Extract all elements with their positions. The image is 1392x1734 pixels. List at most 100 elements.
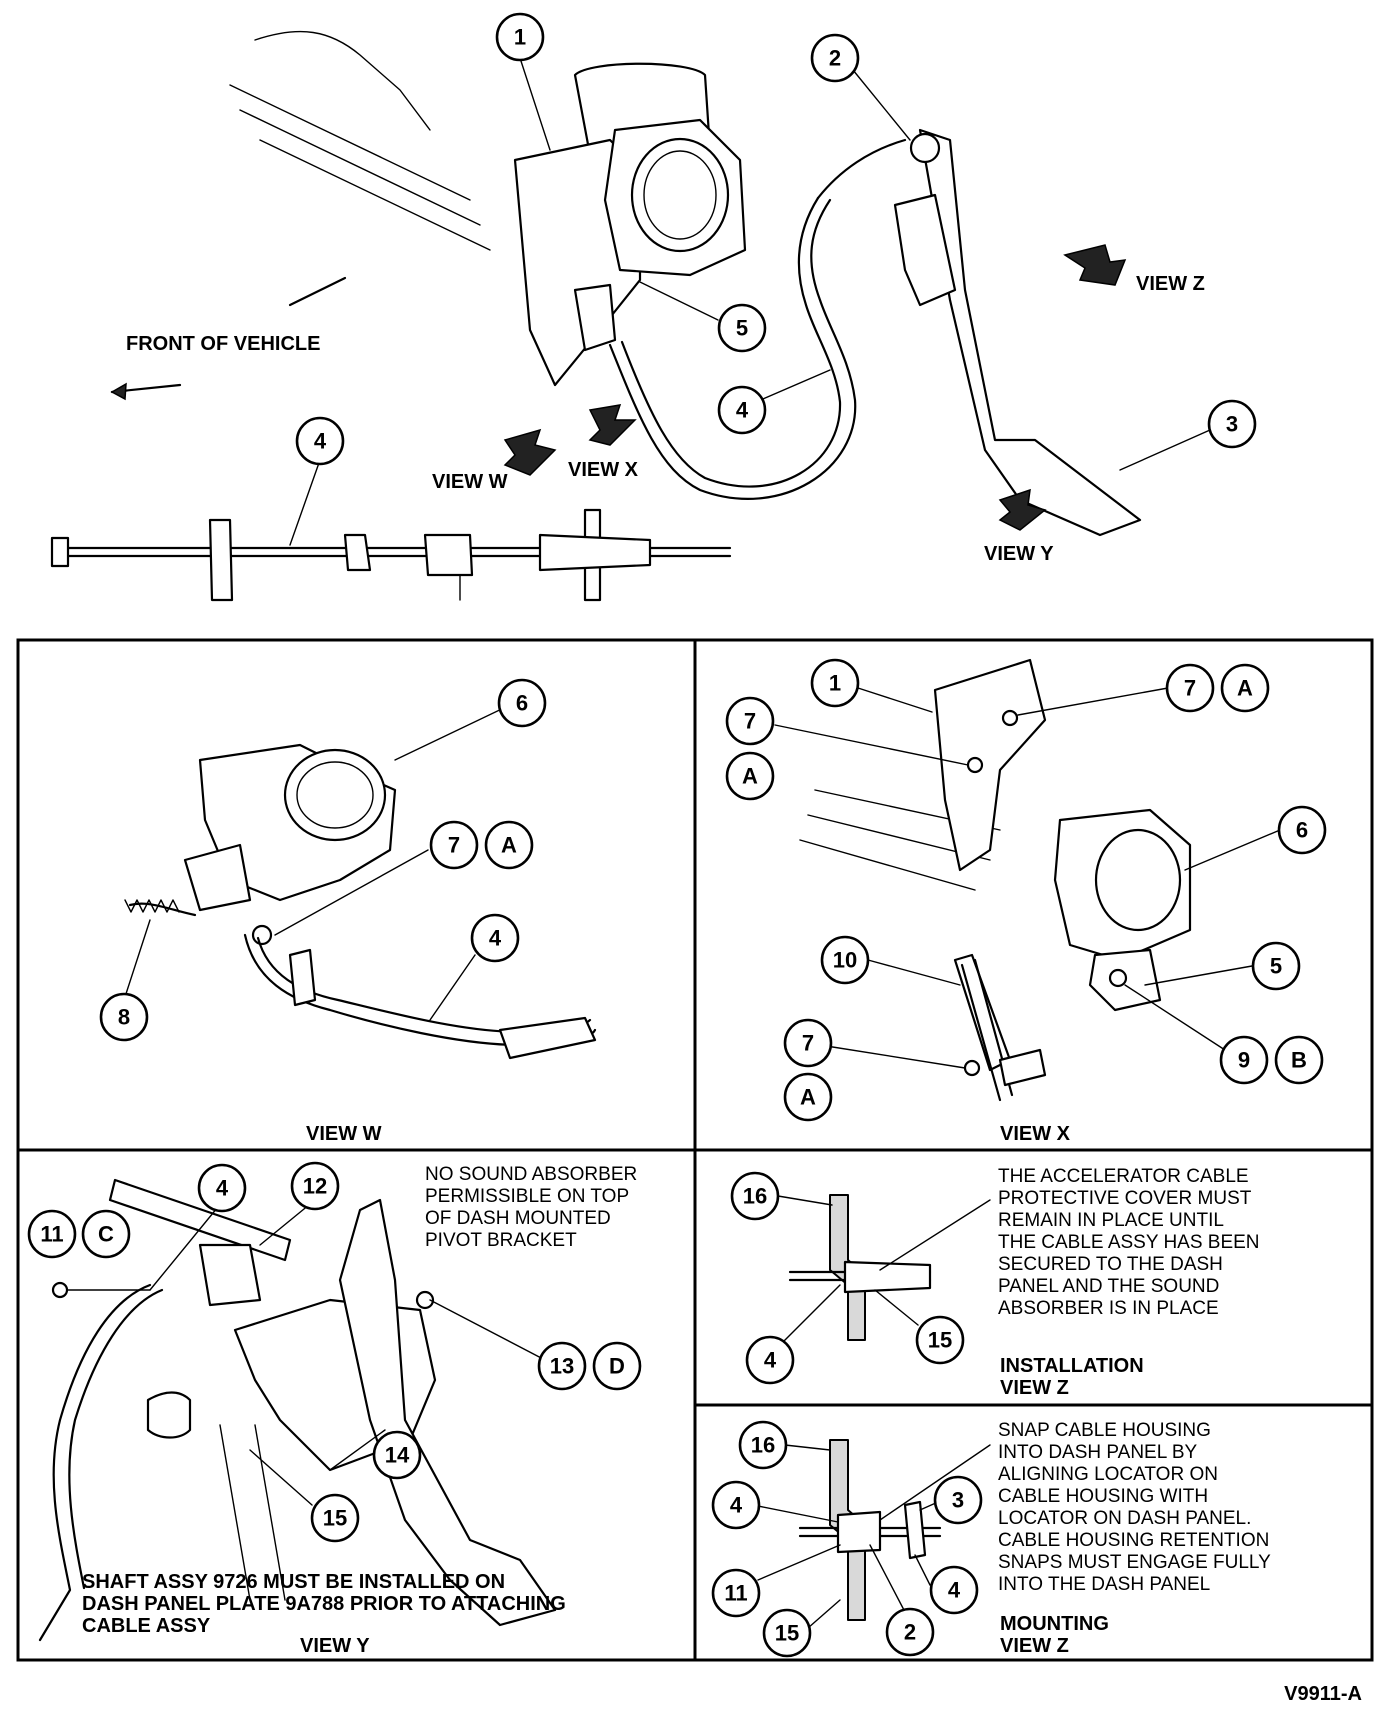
svg-text:4: 4 (489, 926, 502, 951)
callout-7: 7 (429, 820, 479, 870)
cable-outer-y (38, 1283, 152, 1642)
svg-text:7: 7 (1184, 676, 1196, 701)
svg-text:6: 6 (516, 691, 528, 716)
front-of-vehicle-label: FRONT OF VEHICLE (126, 333, 320, 355)
svg-text:A: A (742, 764, 758, 789)
leader-4b (289, 459, 321, 546)
callout-14: 14 (372, 1430, 422, 1480)
svg-text:4: 4 (314, 429, 327, 454)
installation-note: THE ACCELERATOR CABLE PROTECTIVE COVER M… (998, 1166, 1265, 1319)
callout-10: 10 (820, 935, 870, 985)
view-x: VIEW X 1 7 A 7 A 6 10 5 7 A 9 B (725, 658, 1327, 1145)
leader-4-y (149, 1201, 223, 1291)
leader-15-install (874, 1289, 919, 1326)
leader-2 (852, 69, 911, 141)
callout-7: 7 (783, 1018, 833, 1068)
pedal-bracket (893, 193, 957, 307)
svg-text:D: D (609, 1354, 625, 1379)
leader-7-lower-x (819, 1044, 966, 1069)
leader-6-w (394, 704, 511, 761)
svg-text:12: 12 (303, 1174, 327, 1199)
leader-7-w (274, 849, 429, 936)
mounting-note: SNAP CABLE HOUSING INTO DASH PANEL BY AL… (998, 1420, 1276, 1595)
cable-grommet-b (423, 533, 474, 577)
cable-grommet-a (343, 533, 372, 572)
leader-4-w (429, 954, 476, 1021)
leader-1-x (857, 687, 933, 713)
leader-7-mid-x (774, 724, 969, 766)
view-y-arrow (998, 488, 1047, 531)
cable-clip (208, 518, 234, 602)
callout-2: 2 (810, 33, 860, 83)
fastener-7-lower-x (963, 1059, 981, 1077)
view-y-note-bottom: SHAFT ASSY 9726 MUST BE INSTALLED ON DAS… (82, 1571, 571, 1637)
callout-15: 15 (762, 1608, 812, 1658)
view-w-arrow (503, 428, 557, 476)
callout-b: B (1274, 1035, 1324, 1085)
svg-text:5: 5 (736, 316, 748, 341)
spring-coils (124, 899, 180, 913)
leader-2-mount (869, 1544, 906, 1613)
leader-3 (1119, 429, 1211, 471)
svg-text:4: 4 (764, 1348, 777, 1373)
svg-text:A: A (1237, 676, 1253, 701)
svg-text:11: 11 (40, 1222, 63, 1247)
leader-5 (639, 281, 719, 321)
svg-text:6: 6 (1296, 818, 1308, 843)
callout-11: 11 (27, 1209, 77, 1259)
cable-end-mount (903, 1500, 927, 1560)
leader-9-x (1124, 984, 1226, 1051)
leader-15-y (249, 1449, 313, 1506)
callout-6: 6 (1277, 805, 1327, 855)
svg-text:8: 8 (118, 1005, 130, 1030)
view-z-arrow (1063, 244, 1127, 286)
svg-text:10: 10 (833, 948, 857, 973)
callout-7: 7 (725, 696, 775, 746)
callout-15: 15 (310, 1493, 360, 1543)
figure-id: V9911-A (1284, 1683, 1362, 1705)
main-view: FRONT OF VEHICLE VIEW W VIEW X VIEW Y VI… (50, 12, 1257, 602)
callout-4: 4 (295, 416, 345, 466)
svg-text:4: 4 (948, 1578, 961, 1603)
svg-text:3: 3 (1226, 412, 1238, 437)
accelerator-pedal-y (338, 1198, 557, 1627)
callout-a: A (484, 820, 534, 870)
throttle-lever-w (183, 843, 252, 912)
svg-text:A: A (800, 1085, 816, 1110)
front-arrow-upper (288, 276, 347, 307)
svg-text:15: 15 (928, 1328, 952, 1353)
view-w: VIEW W 6 7 A 4 8 (99, 678, 597, 1145)
mounting-title: MOUNTING VIEW Z (1000, 1613, 1114, 1657)
view-w-title: VIEW W (306, 1123, 382, 1145)
callout-c: C (81, 1209, 131, 1259)
dash-plate-y (198, 1243, 262, 1307)
callout-12: 12 (290, 1161, 340, 1211)
callout-4: 4 (929, 1565, 979, 1615)
protective-cover-x (933, 658, 1047, 872)
leader-8-w (123, 919, 151, 1001)
svg-text:B: B (1291, 1048, 1307, 1073)
front-arrow-head (110, 382, 127, 401)
callout-9: 9 (1219, 1035, 1269, 1085)
leader-15-mount (807, 1599, 841, 1629)
dash-panel-top-y (108, 1178, 292, 1262)
callout-13: 13 (537, 1341, 587, 1391)
installation-view-z: THE ACCELERATOR CABLE PROTECTIVE COVER M… (730, 1166, 1265, 1399)
callout-11: 11 (711, 1568, 761, 1618)
view-y-note-top: NO SOUND ABSORBER PERMISSIBLE ON TOP OF … (425, 1164, 643, 1251)
throttle-bore-w (283, 748, 387, 842)
fastener-9-x (1108, 968, 1128, 988)
svg-text:A: A (501, 833, 517, 858)
callout-a: A (725, 751, 775, 801)
cable-sheath-inner (620, 196, 842, 488)
view-z-label: VIEW Z (1136, 273, 1205, 295)
svg-text:1: 1 (514, 25, 526, 50)
view-y-title: VIEW Y (300, 1635, 370, 1657)
callout-4: 4 (470, 913, 520, 963)
view-w-frame (16, 638, 697, 1152)
cable-inner-y (68, 1288, 164, 1590)
svg-text:15: 15 (775, 1621, 799, 1646)
fastener-w (251, 924, 273, 946)
cable-bracket (573, 283, 617, 352)
